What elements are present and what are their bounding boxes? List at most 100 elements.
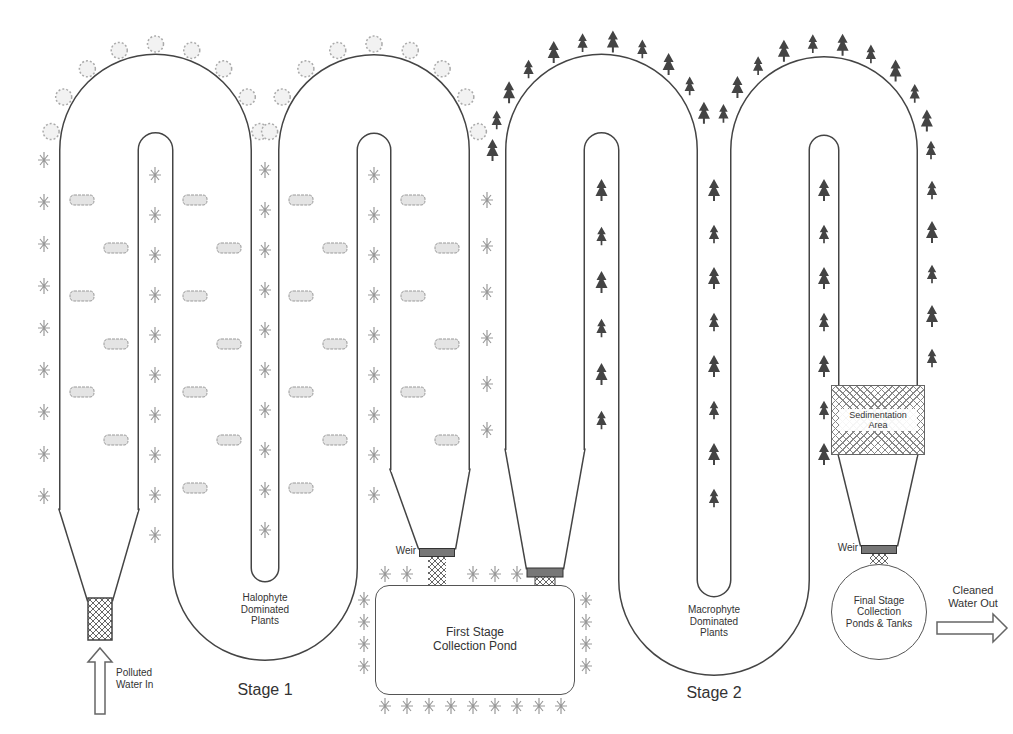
sedimentation-box: Sedimentation Area xyxy=(831,385,925,455)
halophyte-symbol xyxy=(149,407,161,423)
macrophyte-tree xyxy=(708,267,720,289)
halophyte-symbol xyxy=(489,566,501,582)
halophyte-symbol xyxy=(149,327,161,343)
halophyte-symbol xyxy=(580,592,592,608)
inflow-label: Polluted Water In xyxy=(116,667,172,690)
halophyte-symbol xyxy=(481,192,493,208)
macrophyte-tree xyxy=(708,179,720,201)
halophyte-bush xyxy=(104,435,128,445)
macrophyte-tree xyxy=(596,411,606,430)
halophyte-bush xyxy=(289,195,313,205)
halophyte-symbol xyxy=(368,207,380,223)
inlet-neck xyxy=(88,598,112,640)
halophyte-symbol xyxy=(481,422,493,438)
halophyte-symbol xyxy=(259,242,271,258)
macrophyte-tree xyxy=(818,179,830,201)
macrophyte-tree xyxy=(921,110,933,132)
halophyte-symbol xyxy=(149,367,161,383)
halophyte-shrub xyxy=(111,42,127,58)
halophyte-bush xyxy=(104,339,128,349)
halophyte-symbol xyxy=(555,698,567,714)
macrophyte-tree xyxy=(808,34,818,53)
macrophyte-tree xyxy=(910,84,920,103)
halophyte-bush xyxy=(104,243,128,253)
macrophyte-tree xyxy=(926,305,938,327)
weir-box: Weir xyxy=(861,545,897,554)
halophyte-symbol xyxy=(467,566,479,582)
halophyte-bush xyxy=(70,195,94,205)
halophyte-bush xyxy=(289,291,313,301)
weir-neck xyxy=(870,554,888,564)
halophyte-symbol xyxy=(580,636,592,652)
macrophyte-tree xyxy=(818,443,830,465)
halophyte-symbol xyxy=(368,487,380,503)
macrophyte-tree xyxy=(926,141,936,160)
halophyte-shrub xyxy=(43,124,59,140)
weir-label: Weir xyxy=(396,545,416,557)
halophyte-symbol xyxy=(511,566,523,582)
halophyte-symbol xyxy=(38,446,50,462)
macrophyte-tree xyxy=(709,401,719,420)
halophyte-symbol xyxy=(259,162,271,178)
macrophyte-tree xyxy=(577,33,587,52)
halophyte-symbol xyxy=(259,482,271,498)
macrophyte-tree xyxy=(523,60,533,79)
halophyte-symbol xyxy=(511,698,523,714)
halophyte-symbol xyxy=(481,238,493,254)
macrophyte-tree xyxy=(487,139,499,161)
halophyte-symbol xyxy=(358,636,370,652)
halophyte-bush xyxy=(401,291,425,301)
halophyte-bush xyxy=(435,435,459,445)
macrophyte-tree xyxy=(637,40,647,59)
halophyte-symbol xyxy=(259,282,271,298)
macrophyte-tree xyxy=(709,225,719,244)
halophyte-shrub xyxy=(216,61,232,77)
stage-two-water xyxy=(545,93,878,636)
macrophyte-tree xyxy=(708,355,720,377)
halophyte-bush xyxy=(183,483,207,493)
funnel-water xyxy=(60,450,917,600)
halophyte-bush xyxy=(401,387,425,397)
halophyte-symbol xyxy=(481,330,493,346)
stage-one-water xyxy=(99,94,430,621)
macrophyte-tree xyxy=(819,313,829,332)
final-pond-circle: Final Stage Collection Ponds & Tanks xyxy=(831,564,927,660)
inlet-funnel xyxy=(60,510,138,600)
halophyte-shrub xyxy=(458,89,474,105)
macrophyte-tree xyxy=(548,41,560,63)
halophyte-symbol xyxy=(149,207,161,223)
stage-two-channel xyxy=(545,93,878,636)
macrophyte-tree xyxy=(819,401,829,420)
halophyte-shrub xyxy=(366,36,382,52)
macrophyte-tree xyxy=(818,355,830,377)
outflow-label: Cleaned Water Out xyxy=(940,584,1006,609)
channel-outline xyxy=(99,93,878,636)
halophyte-symbol xyxy=(38,320,50,336)
node-label: Final Stage Collection Ponds & Tanks xyxy=(845,595,913,630)
macrophyte-tree xyxy=(778,40,790,62)
halophyte-symbol xyxy=(259,362,271,378)
stage-one-outlet-funnel xyxy=(391,470,469,548)
stage-two-inlet-water xyxy=(506,450,584,568)
stage-two-inlet-funnel xyxy=(506,450,584,568)
node-label: Sedimentation Area xyxy=(839,409,917,432)
macrophyte-tree xyxy=(596,319,606,338)
macrophyte-tree xyxy=(890,59,902,81)
stage-two-outlet-funnel xyxy=(839,455,917,545)
halophyte-symbol xyxy=(358,592,370,608)
macrophyte-tree xyxy=(596,227,606,246)
halophyte-bush xyxy=(183,291,207,301)
halophyte-symbol xyxy=(38,236,50,252)
macrophyte-tree xyxy=(927,349,937,368)
halophyte-symbol xyxy=(259,402,271,418)
halophyte-symbol xyxy=(533,698,545,714)
halophyte-bush xyxy=(323,339,347,349)
halophyte-symbol xyxy=(368,407,380,423)
halophyte-bush xyxy=(289,387,313,397)
halophyte-bush xyxy=(70,291,94,301)
halophyte-symbol xyxy=(149,247,161,263)
halophyte-bush xyxy=(183,195,207,205)
halophyte-symbol xyxy=(38,488,50,504)
macrophyte-tree xyxy=(709,313,719,332)
